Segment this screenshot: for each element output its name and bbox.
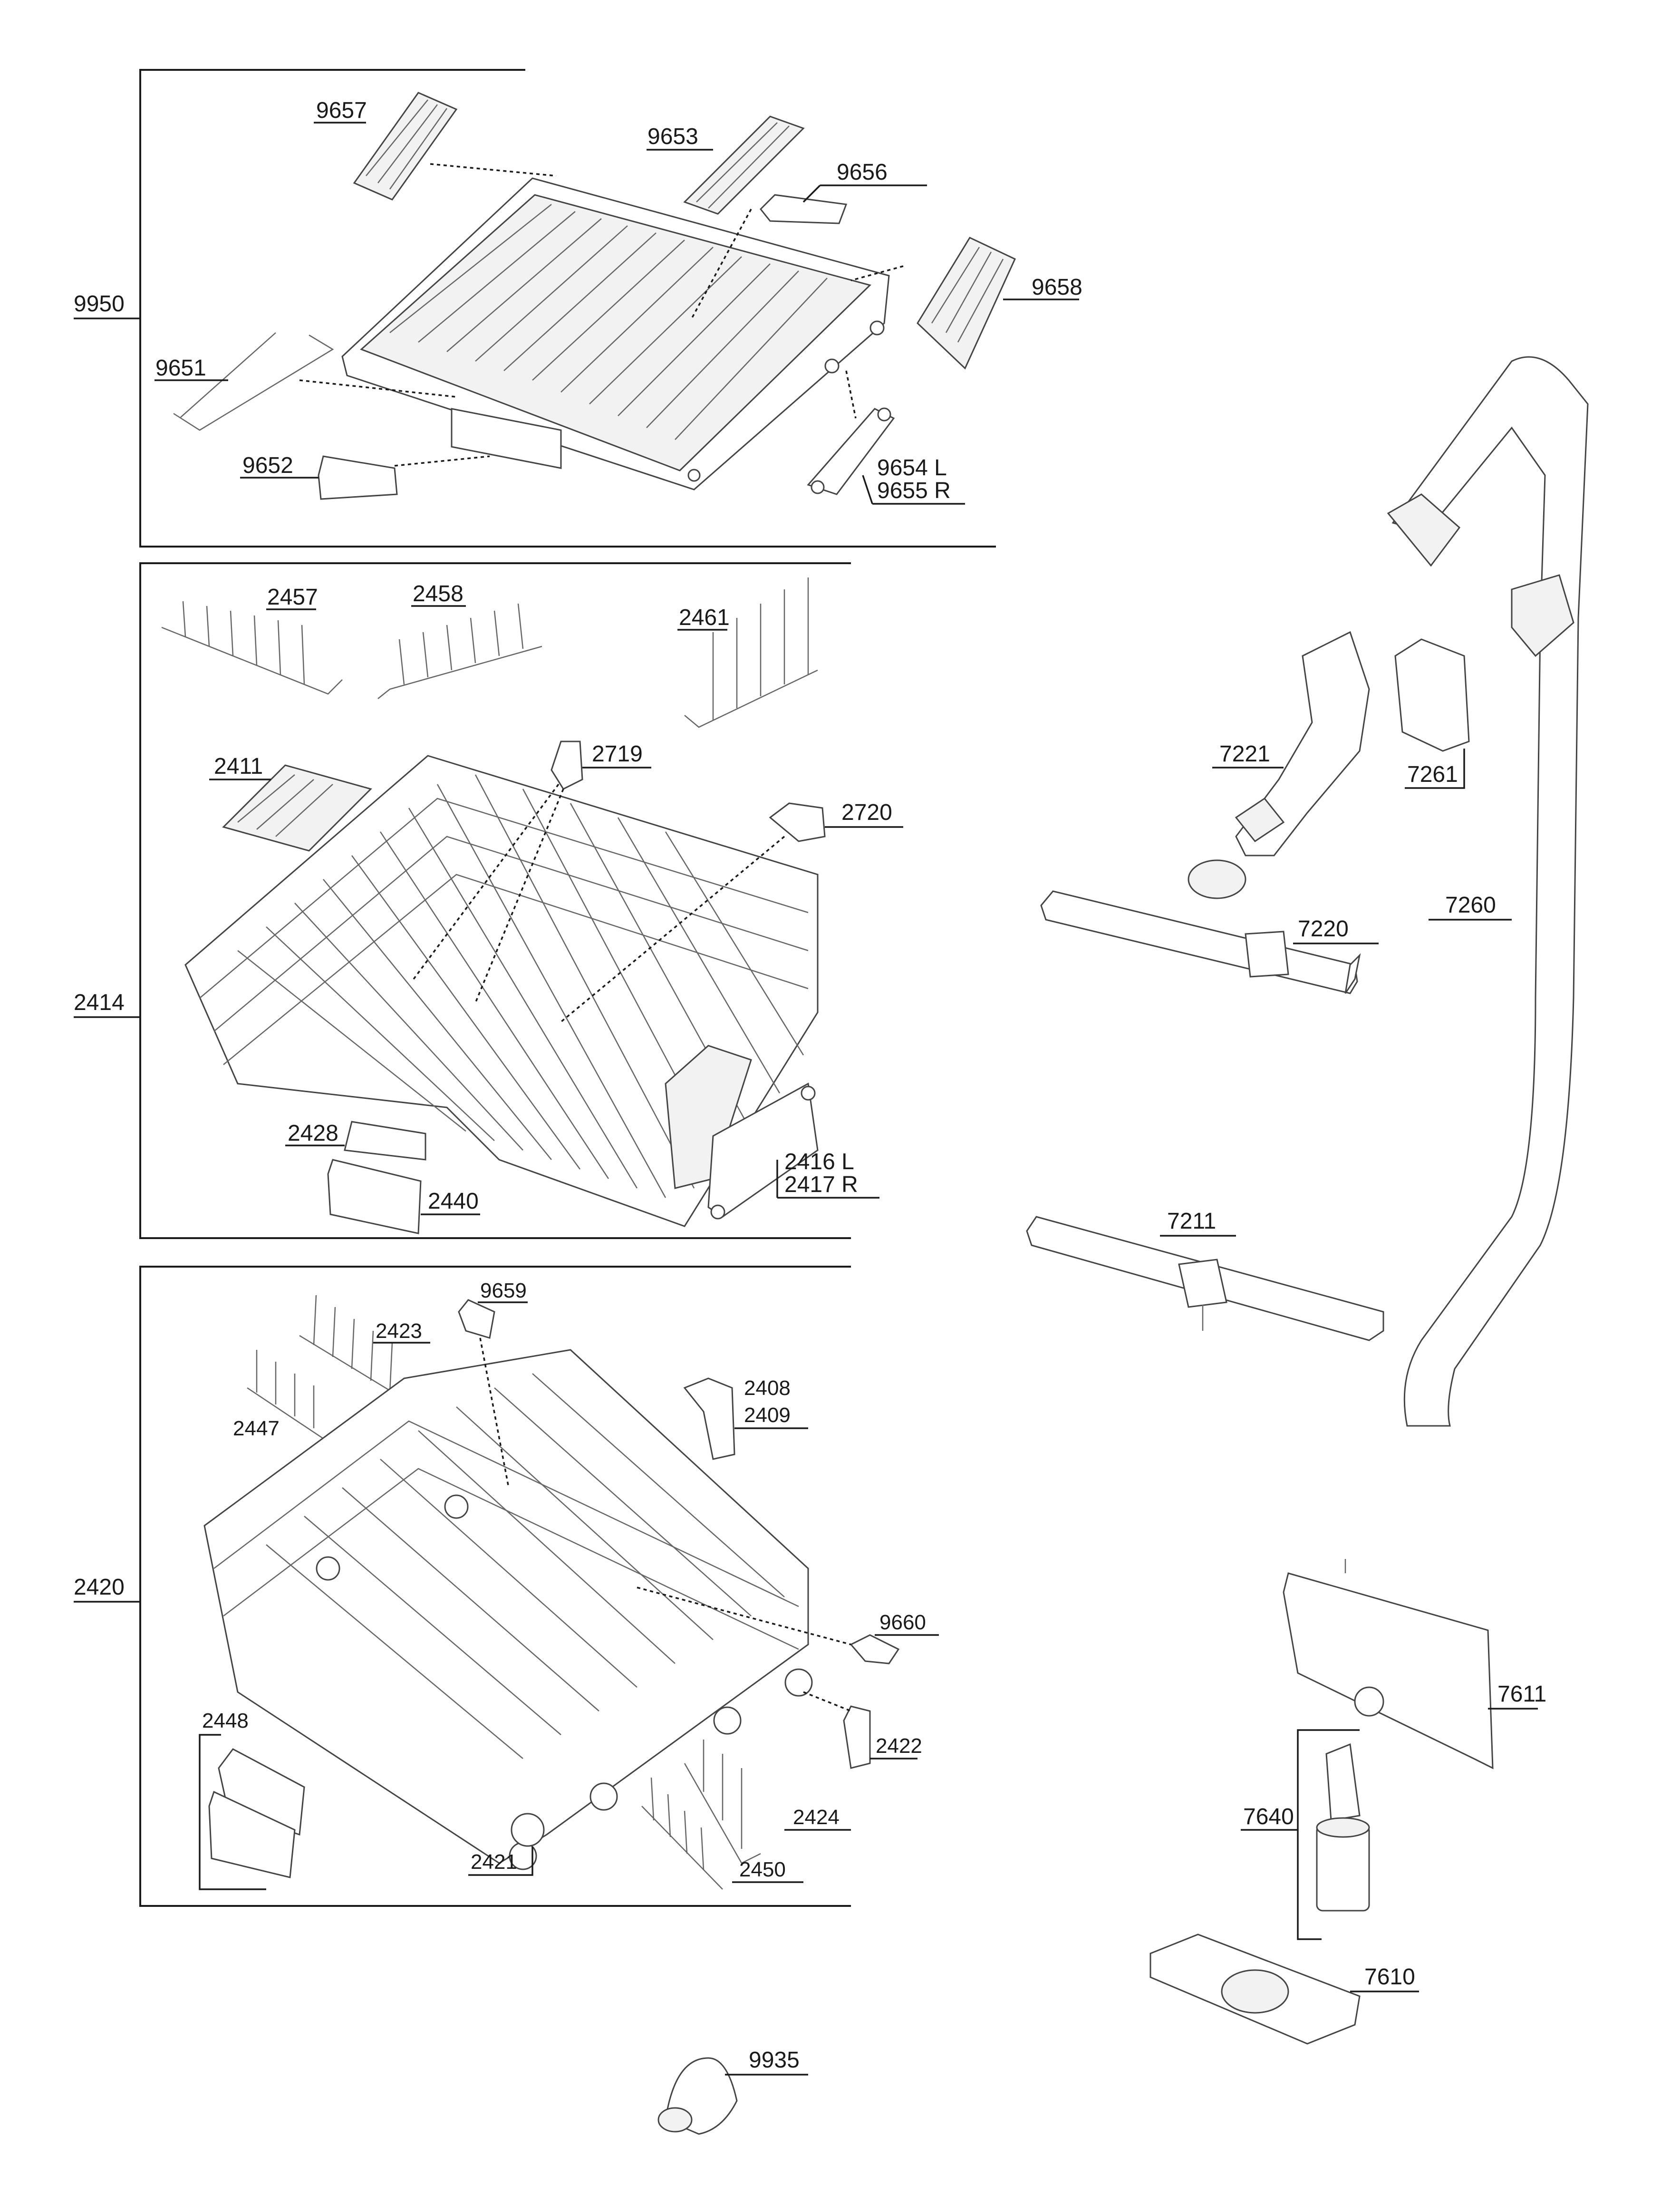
part-2424-tines bbox=[684, 1740, 761, 1864]
part-9659-clip bbox=[458, 1299, 495, 1339]
label-2720: 2720 bbox=[841, 800, 892, 825]
label-7611: 7611 bbox=[1497, 1682, 1546, 1707]
upper-rack-drawing bbox=[184, 755, 819, 1227]
label-2409: 2409 bbox=[744, 1404, 791, 1427]
label-7640: 7640 bbox=[1243, 1804, 1294, 1829]
label-9656: 9656 bbox=[837, 160, 888, 185]
label-2458: 2458 bbox=[413, 581, 464, 606]
part-2408-2409-hook bbox=[683, 1377, 735, 1460]
label-2414: 2414 bbox=[74, 990, 125, 1015]
part-7261-adapter bbox=[1394, 638, 1470, 752]
part-7260-feed-tube bbox=[1391, 356, 1589, 1427]
label-9659: 9659 bbox=[480, 1279, 527, 1302]
part-2450-tines bbox=[641, 1777, 723, 1890]
label-9651: 9651 bbox=[155, 356, 206, 381]
label-2416: 2416 L bbox=[784, 1149, 854, 1174]
part-9658-basket bbox=[917, 237, 1016, 370]
label-2440: 2440 bbox=[428, 1189, 479, 1214]
label-9655: 9655 R bbox=[877, 478, 951, 503]
label-2424: 2424 bbox=[793, 1806, 840, 1829]
part-7221-manifold bbox=[1188, 631, 1370, 899]
part-2447-tines bbox=[247, 1350, 333, 1446]
label-9657: 9657 bbox=[316, 98, 367, 123]
group-2414: 2414 2457 2458 2461 bbox=[74, 562, 903, 1239]
part-2720-hinge bbox=[769, 802, 826, 842]
label-2461: 2461 bbox=[679, 605, 730, 630]
label-2448: 2448 bbox=[202, 1709, 249, 1732]
label-9654: 9654 L bbox=[877, 455, 947, 481]
label-2422: 2422 bbox=[876, 1734, 922, 1758]
part-2416-2417-rail bbox=[707, 1082, 819, 1220]
label-7610: 7610 bbox=[1364, 1964, 1415, 1990]
label-9950: 9950 bbox=[74, 291, 125, 317]
label-2423: 2423 bbox=[376, 1319, 422, 1343]
label-2428: 2428 bbox=[288, 1121, 338, 1146]
part-7220-spray-arm bbox=[1040, 890, 1361, 994]
label-7220: 7220 bbox=[1298, 916, 1349, 942]
label-2420: 2420 bbox=[74, 1575, 125, 1600]
part-2719-hinge bbox=[550, 741, 583, 790]
part-9653-basket bbox=[683, 115, 805, 215]
wash-system: 7260 7221 7261 7220 7211 bbox=[1026, 356, 1589, 1427]
group-2420-bracket bbox=[139, 1266, 851, 1907]
group-9950-bracket bbox=[139, 69, 996, 548]
part-9935-cap bbox=[657, 2057, 738, 2135]
part-7211-spray-arm bbox=[1026, 1216, 1384, 1341]
part-2422-clip bbox=[843, 1705, 871, 1769]
label-2411: 2411 bbox=[214, 754, 263, 779]
part-2448-cover bbox=[208, 1748, 305, 1878]
group-2414-bracket bbox=[139, 562, 851, 1239]
lower-rack-drawing bbox=[203, 1349, 813, 1870]
label-7221: 7221 bbox=[1219, 741, 1270, 767]
filter-system: 7611 7640 7610 bbox=[1149, 1559, 1546, 2045]
part-7611-cover bbox=[1283, 1559, 1494, 1770]
part-9657-basket bbox=[353, 92, 458, 201]
part-9660-clip bbox=[850, 1634, 900, 1664]
label-2421: 2421 bbox=[471, 1850, 517, 1874]
label-9653: 9653 bbox=[647, 124, 698, 149]
cutlery-tray-drawing bbox=[341, 177, 890, 490]
label-2457: 2457 bbox=[267, 585, 318, 610]
part-2411-clip bbox=[222, 764, 372, 852]
label-2417: 2417 R bbox=[784, 1172, 858, 1197]
label-9660: 9660 bbox=[879, 1611, 926, 1634]
label-2450: 2450 bbox=[739, 1858, 786, 1881]
part-9654-9655-rails bbox=[807, 407, 895, 495]
label-7260: 7260 bbox=[1445, 893, 1496, 918]
part-2458-tines bbox=[377, 603, 542, 699]
part-7610-screen bbox=[1149, 1933, 1361, 2045]
part-9656-clip bbox=[759, 194, 848, 224]
label-9652: 9652 bbox=[242, 453, 293, 478]
label-7211: 7211 bbox=[1167, 1209, 1216, 1234]
part-2440-handle bbox=[327, 1159, 422, 1234]
part-2428-clip bbox=[344, 1121, 426, 1161]
group-2420: 2420 9659 2423 2447 bbox=[74, 1266, 939, 1907]
label-2719: 2719 bbox=[592, 741, 643, 767]
label-7261: 7261 bbox=[1407, 762, 1458, 787]
label-2447: 2447 bbox=[233, 1417, 280, 1440]
part-9651-wire-insert bbox=[173, 332, 334, 431]
group-2414-dashed-connectors bbox=[413, 783, 785, 1023]
part-2461-tines bbox=[684, 577, 818, 728]
group-2420-dashed-connectors bbox=[479, 1337, 851, 1712]
label-9658: 9658 bbox=[1032, 275, 1082, 300]
part-2421-wheel bbox=[511, 1813, 545, 1847]
label-9935: 9935 bbox=[749, 2048, 800, 2073]
group-9950-dashed-connectors bbox=[299, 163, 904, 467]
part-9652-handle bbox=[318, 455, 398, 500]
part-7640-filter bbox=[1316, 1743, 1370, 1912]
group-9950: 9950 9657 bbox=[74, 69, 1082, 548]
label-2408: 2408 bbox=[744, 1376, 791, 1400]
lower-rack-wheels bbox=[316, 1494, 813, 1870]
part-2457-tines bbox=[161, 601, 343, 695]
